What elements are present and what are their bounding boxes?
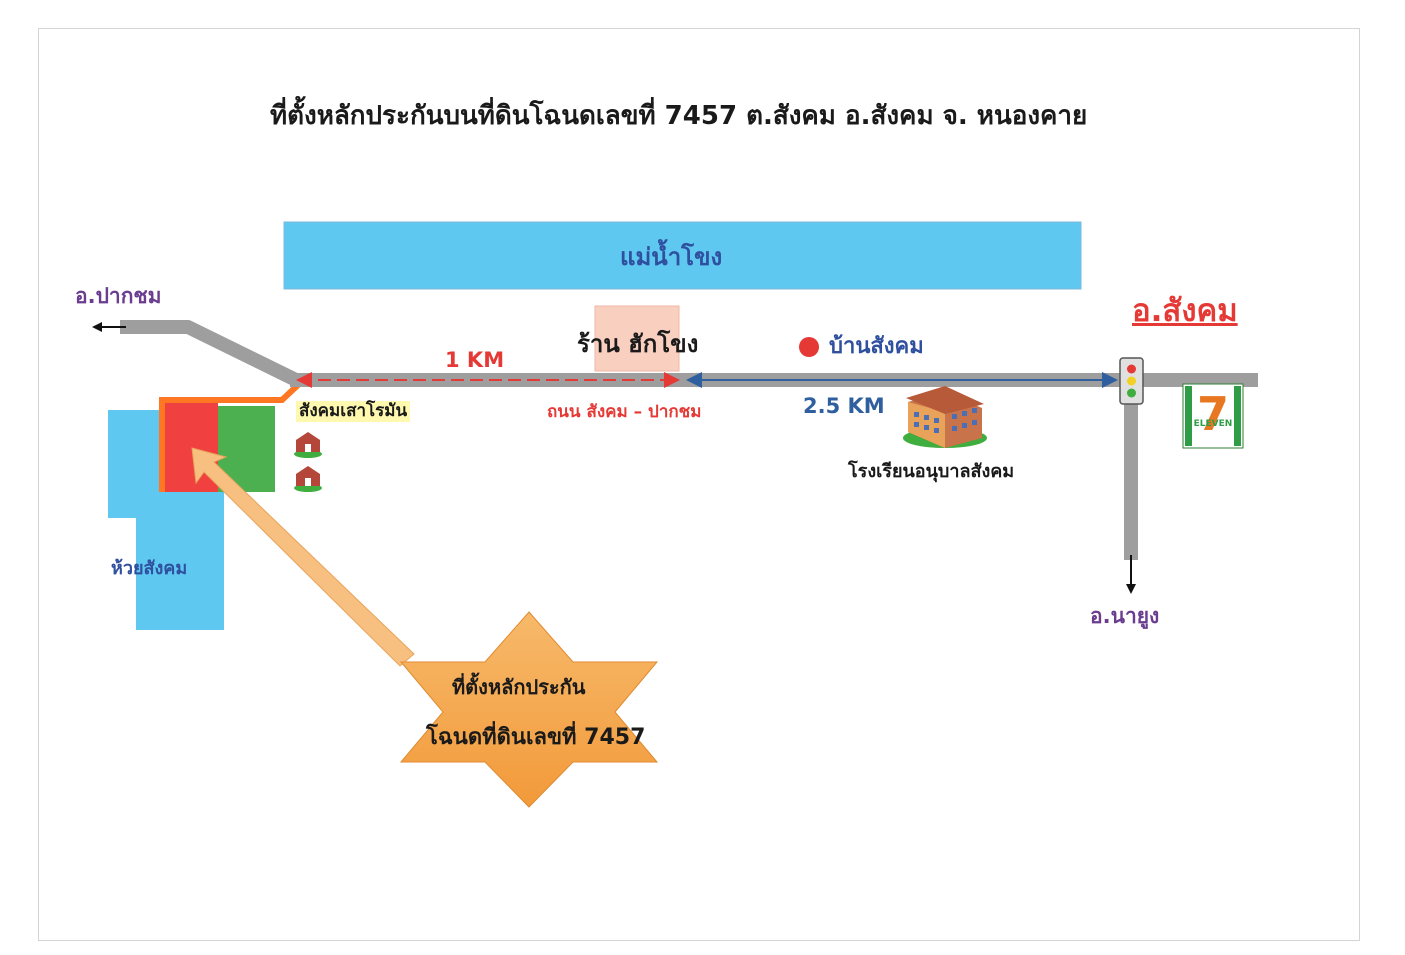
- label-creek: ห้วยสังคม: [111, 558, 188, 579]
- label-sao-roman: สังคมเสาโรมัน: [296, 401, 411, 422]
- river-label: แม่น้ำโขง: [620, 243, 723, 271]
- traffic-light-icon: [1119, 357, 1144, 405]
- callout-arrow: [191, 447, 415, 667]
- creek-water-lower: [136, 490, 224, 630]
- label-pak-chom: อ.ปากชม: [75, 284, 162, 308]
- mekong-river: [283, 221, 1082, 290]
- barn-icon: [294, 466, 322, 492]
- label-han-hong-shop: ร้าน ฮักโขง: [577, 330, 699, 358]
- distance-label-long: 2.5 KM: [803, 394, 885, 418]
- distance-label-short: 1 KM: [445, 348, 505, 372]
- barn-icon: [294, 432, 322, 458]
- store-name: ELEVEN: [1194, 419, 1233, 429]
- arrow-left-pakchom: [92, 322, 126, 332]
- callout-line-1: ที่ตั้งหลักประกัน: [452, 675, 586, 699]
- callout-line-2: โฉนดที่ดินเลขที่ 7457: [426, 725, 646, 750]
- location-dot-icon: [799, 337, 819, 357]
- road-name-label: ถนน สังคม – ปากชม: [547, 402, 702, 422]
- han-hong-shop-box: [594, 305, 680, 372]
- store-7eleven-icon: 7 ELEVEN: [1182, 383, 1244, 449]
- collateral-star-callout: [399, 611, 659, 808]
- collateral-plot-red: [162, 402, 218, 492]
- store-number: 7: [1197, 387, 1229, 441]
- plot-boundary: [159, 382, 301, 492]
- school-building-icon: [903, 386, 987, 448]
- label-school: โรงเรียนอนุบาลสังคม: [848, 461, 1015, 482]
- arrow-down-nayung: [1126, 555, 1136, 594]
- label-na-yung: อ.นายูง: [1090, 604, 1160, 628]
- label-sang-khom: อ.สังคม: [1132, 293, 1238, 329]
- road-to-pakchom: [120, 320, 300, 387]
- page-title: ที่ตั้งหลักประกันบนที่ดินโฉนดเลขที่ 7457…: [270, 101, 1088, 131]
- label-ban-sang-khom: บ้านสังคม: [829, 334, 924, 359]
